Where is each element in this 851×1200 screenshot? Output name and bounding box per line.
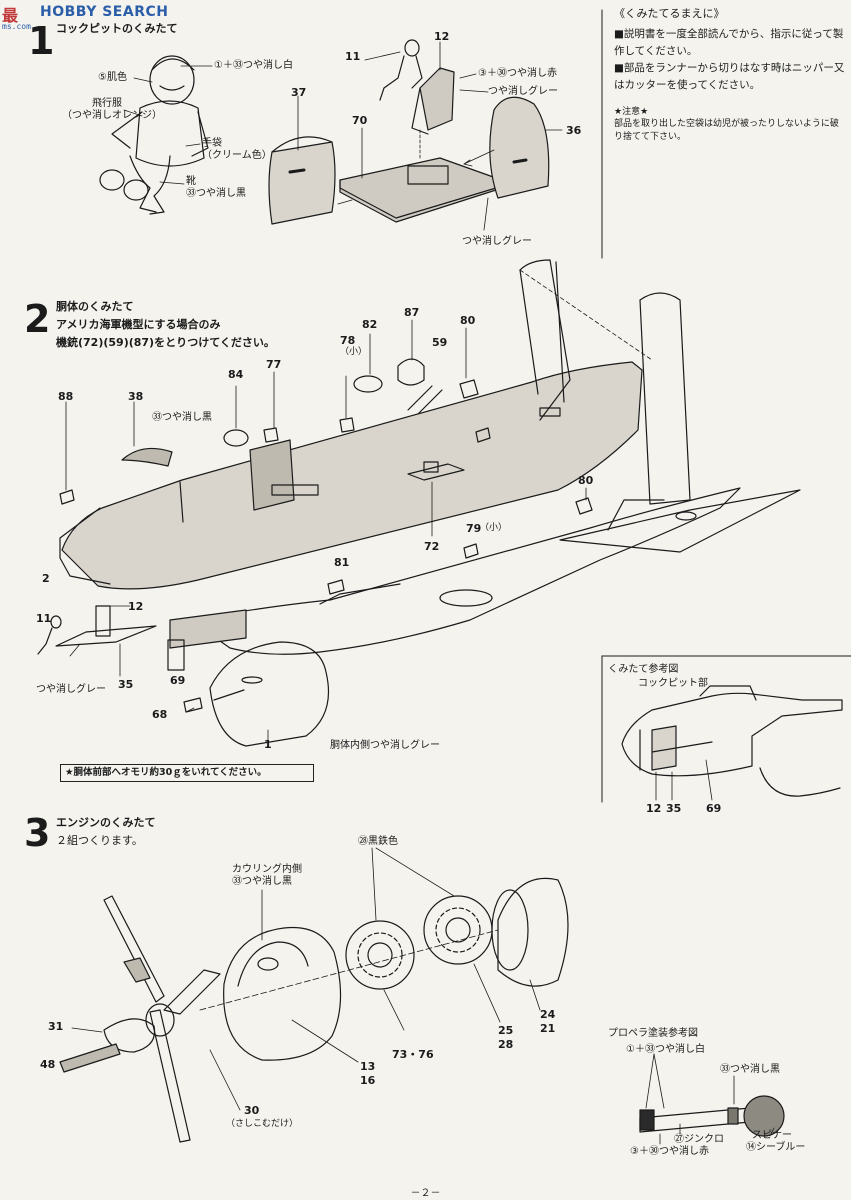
part-59: 59 — [432, 336, 448, 349]
part-30: 30 — [244, 1104, 260, 1117]
part-82: 82 — [362, 318, 378, 331]
step-2-sub1: アメリカ海軍機型にする場合のみ — [56, 318, 221, 331]
part-35-step2: 35 — [118, 678, 134, 691]
part-37: 37 — [291, 86, 307, 99]
reference-part-35: 35 — [666, 802, 682, 815]
reference-part-12: 12 — [646, 802, 662, 815]
part-21: 21 — [540, 1022, 556, 1035]
propeller-drawing — [59, 895, 241, 1143]
part-25: 25 — [498, 1024, 514, 1037]
part-36: 36 — [566, 124, 582, 137]
pilot-figure-drawing — [99, 55, 209, 215]
part-78: 78 — [340, 334, 356, 347]
part-16: 16 — [360, 1074, 376, 1087]
fuselage-drawing — [59, 259, 643, 590]
label-helmet: ①＋㉝つや消し白 — [214, 60, 293, 71]
reference-title: くみたて参考図 — [608, 664, 679, 675]
label-boots: 靴 — [186, 176, 196, 187]
step-1-number: 1 — [28, 19, 55, 63]
part-81: 81 — [334, 556, 350, 569]
part-77: 77 — [266, 358, 282, 371]
watermark-logo: 最 HOBBY SEARCH ms.com — [2, 2, 202, 32]
part-80-right: 80 — [578, 474, 594, 487]
label-interior-grey: 胴体内側つや消しグレー — [330, 740, 440, 751]
part-80-top: 80 — [460, 314, 476, 327]
step-2-sub2: 機銃(72)(59)(87)をとりつけてください。 — [56, 336, 275, 349]
prop-ref-spinner-color: ⑭シーブルー — [746, 1142, 806, 1153]
notice-item-2: ■部品をランナーから切りはなす時はニッパー又はカッターを使ってください。 — [614, 62, 845, 91]
part-11-step1: 11 — [345, 50, 361, 63]
watermark-brand: HOBBY SEARCH — [40, 4, 169, 20]
part-48: 48 — [40, 1058, 56, 1071]
prop-ref-tip: ①＋㉝つや消し白 — [626, 1044, 705, 1055]
notice-box: 《くみたてるまえに》 ■説明書を一度全部読んでから、指示に従って製作してください… — [614, 8, 846, 144]
label-floor-grey: つや消しグレー — [462, 236, 532, 247]
part-24: 24 — [540, 1008, 556, 1021]
label-seat-red: ③＋㉚つや消し赤 — [478, 68, 557, 79]
prop-ref-red: ③＋㉚つや消し赤 — [630, 1146, 709, 1157]
step-3-title: エンジンのくみたて — [56, 816, 156, 829]
label-engine-color: ㉘黒鉄色 — [358, 836, 398, 847]
step-3-number: 3 — [24, 811, 51, 855]
notice-caution-body: 部品を取り出した空袋は幼児が被ったりしないように破り捨てて下さい。 — [614, 119, 839, 142]
label-glove: 手袋 — [202, 138, 222, 149]
part-69-step2: 69 — [170, 674, 186, 687]
reference-part-69: 69 — [706, 802, 722, 815]
label-skin: ⑤肌色 — [98, 72, 127, 83]
weight-warning: ★胴体前部へオモリ約30ｇをいれてください。 — [60, 764, 314, 782]
part-72: 72 — [424, 540, 440, 553]
step-1-title: コックピットのくみたて — [56, 22, 178, 35]
page-number: －２－ — [410, 1188, 441, 1199]
prop-ref-black: ㉝つや消し黒 — [720, 1064, 780, 1075]
prop-ref-title: プロペラ塗装参考図 — [608, 1028, 698, 1039]
part-12-step2: 12 — [128, 600, 144, 613]
label-canopy-black: ㉝つや消し黒 — [152, 412, 212, 423]
label-boots-color: ㉝つや消し黒 — [186, 188, 246, 199]
label-small-78: （小） — [340, 347, 368, 357]
part-68: 68 — [152, 708, 168, 721]
notice-title: 《くみたてるまえに》 — [614, 7, 725, 20]
part-31: 31 — [48, 1020, 64, 1033]
notice-caution-title: ★注意★ — [614, 107, 649, 117]
part-1: 1 — [264, 738, 272, 751]
propeller-paint-reference-drawing — [639, 1053, 785, 1145]
watermark-sub: ms.com — [2, 22, 31, 31]
watermark-cn: 最 — [2, 6, 19, 25]
part-79: 79 — [466, 522, 482, 535]
engine-drawing — [345, 847, 569, 1031]
step-2-title: 胴体のくみたて — [56, 300, 134, 313]
cowling-drawing — [223, 889, 359, 1063]
step-2-number: 2 — [24, 297, 51, 341]
notice-item-1: ■説明書を一度全部読んでから、指示に従って製作してください。 — [614, 28, 844, 57]
reference-cockpit-label: コックピット部 — [638, 678, 708, 689]
part-87: 87 — [404, 306, 420, 319]
part-13: 13 — [360, 1060, 376, 1073]
label-cowl-black: ㉝つや消し黒 — [232, 876, 292, 887]
part-73-76: 73・76 — [392, 1048, 434, 1061]
reference-fuselage-drawing — [621, 685, 843, 801]
label-glove-color: （クリーム色） — [202, 150, 272, 161]
label-insert-only: （さしこむだけ） — [226, 1119, 299, 1129]
label-small-79: （小） — [480, 523, 508, 533]
prop-ref-spinner: スピナー — [752, 1130, 792, 1141]
label-suit: 飛行服 — [92, 98, 122, 109]
part-11-step2: 11 — [36, 612, 52, 625]
part-28: 28 — [498, 1038, 514, 1051]
part-12-step1: 12 — [434, 30, 450, 43]
prop-ref-zinc: ㉗ジンクロ — [674, 1134, 724, 1145]
part-38: 38 — [128, 390, 144, 403]
label-cowl-inner: カウリング内側 — [232, 864, 302, 875]
label-seat-grey: つや消しグレー — [488, 86, 558, 97]
part-2: 2 — [42, 572, 50, 585]
part-88: 88 — [58, 390, 74, 403]
label-suit-color: （つや消しオレンジ） — [62, 110, 162, 121]
part-84: 84 — [228, 368, 244, 381]
step-3-sub: ２組つくります。 — [56, 834, 143, 847]
label-cockpit-grey: つや消しグレー — [36, 684, 106, 695]
part-70: 70 — [352, 114, 368, 127]
